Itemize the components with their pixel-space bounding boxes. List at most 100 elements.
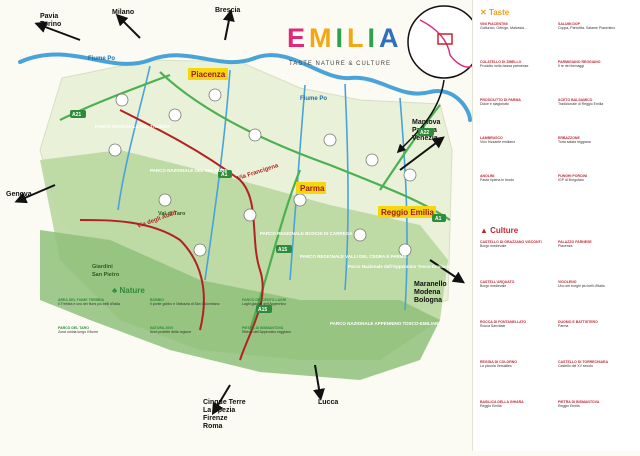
entry-text: La piccola Versailles [480,364,512,368]
entry-heading: CASTELLO DI TORRECHIARA [558,360,609,364]
nature-entry-text: Il ponte gobbo e l'abbazia di San Colomb… [150,302,220,306]
river-po [18,52,472,122]
entry-heading: BASILICA DELLA GHIARA [480,400,524,404]
entry-heading: ROCCA DI FONTANELLATO [480,320,527,324]
entry-text: Rocca Sanvitale [480,324,506,328]
entry-text: Piacenza [558,244,573,248]
info-panel [472,0,640,451]
entry-text: IGP di Borgotaro [558,178,585,182]
entry-heading: ANOLINI [480,174,495,178]
park-label-cedra: PARCO REGIONALE VALLI DEL CEDRA E PARMA [300,254,408,259]
entry-text: Borgo medievale [480,284,507,288]
arrow-lucca [313,364,325,401]
arrow-milano [115,13,141,39]
entry-text: Dolce e stagionato [480,102,509,106]
arrow-maranello [429,259,465,284]
park-label-val-nure: PARCO NAZIONALE DEL VAL NURE [150,168,227,173]
nature-entry-heading: PIETRA DI BISMANTOVA [242,326,284,330]
mountains-region [40,230,440,380]
park-label-appennino-small: Parco Nazionale dell'Appennino Tosco-Emi… [348,264,451,269]
park-label-appennino: PARCO NAZIONALE APPENNINO TOSCO-EMILIANO [330,321,442,326]
entry-text: Prodotto nella bassa parmense [480,64,529,68]
entry-heading: LAMBRUSCO [480,136,503,140]
attraction-markers [108,88,417,257]
brand-letter-m: M [309,23,336,53]
brand-logo: EMILIA TASTE NATURE & CULTURE [287,5,407,77]
road-label-a22: A22 [420,130,429,136]
road-label-a1-east: A1 [435,216,442,222]
entry-heading: SALUMI DOP [558,22,580,26]
river-trebbia [117,65,151,211]
city-tag-reggio [378,206,436,218]
brand-tagline: TASTE NATURE & CULTURE [289,61,392,67]
entry-text: Borgo medievale [480,244,507,248]
entry-heading: DUOMO E BATTISTERO [558,320,598,324]
brand-title: EMILIA [287,23,403,54]
entry-heading: PARMIGIANO REGGIANO [558,60,601,64]
nature-entry-text: Zona umida lungo il fiume [58,330,99,334]
nature-entry-heading: NATURA 2000 [150,326,174,330]
entry-heading: ERBAZZONE [558,136,580,140]
park-label-carrega: PARCO REGIONALE BOSCHI DI CARREGA [260,231,353,236]
entry-heading: PIETRA DI BISMANTOVA [558,400,600,404]
nature-entry-heading: PARCO DEL TARO [58,326,89,330]
arrow-mantova [399,136,445,171]
brand-letter-a: A [379,23,403,53]
culture-title: ▲ Culture [480,226,519,235]
entry-heading: FUNGHI PORCINI [558,174,587,178]
entry-text: Torta salata reggiana [558,140,591,144]
entry-text: Gutturnio, Ortrugo, Malvasia... [480,26,527,30]
entry-text: Vino frizzante emiliano [480,140,516,144]
entry-text: Il re dei formaggi [558,64,585,68]
arrow-genova [14,184,56,204]
river-parma [289,84,306,281]
road-sign-a15 [276,245,292,253]
city-lucca: Lucca [318,399,338,406]
entry-heading: PROSCIUTTO DI PARMA [480,98,521,102]
city-parma: Parma [300,184,325,193]
nature-entry-text: Laghi glaciali dell'Appennino [242,302,287,306]
road-a1 [159,71,451,221]
river-enza [344,83,349,291]
arrow-cinque-terre [211,384,231,416]
entry-heading: CASTELL'ARQUATO [480,280,515,284]
entry-heading: VINI PIACENTINI [480,22,508,26]
road-sign-a1 [218,170,232,178]
city-genova: Genova [6,191,32,198]
river-label-po-west: Fiume Po [88,56,115,62]
entry-text: Reggio Emilia [558,404,580,408]
nature-entry-heading: BOBBIO [150,298,164,302]
road-label-a15: A15 [278,247,287,253]
road-sign-a21 [70,110,86,118]
nature-entry-heading: AREA DEL FIUME TREBBIA [58,298,105,302]
brand-letter-l: L [347,23,368,53]
entry-heading: PALAZZO FARNESE [558,240,592,244]
river-label-po-east: Fiume Po [300,96,327,102]
city-reggio: Reggio Emilia [381,208,434,217]
brand-letter-i: I [335,23,348,53]
entry-text: Pasta ripiena in brodo [480,178,515,182]
road-label-a15-south: A15 [258,307,267,313]
road-a21 [59,73,171,121]
road-sign-a22 [418,128,434,136]
